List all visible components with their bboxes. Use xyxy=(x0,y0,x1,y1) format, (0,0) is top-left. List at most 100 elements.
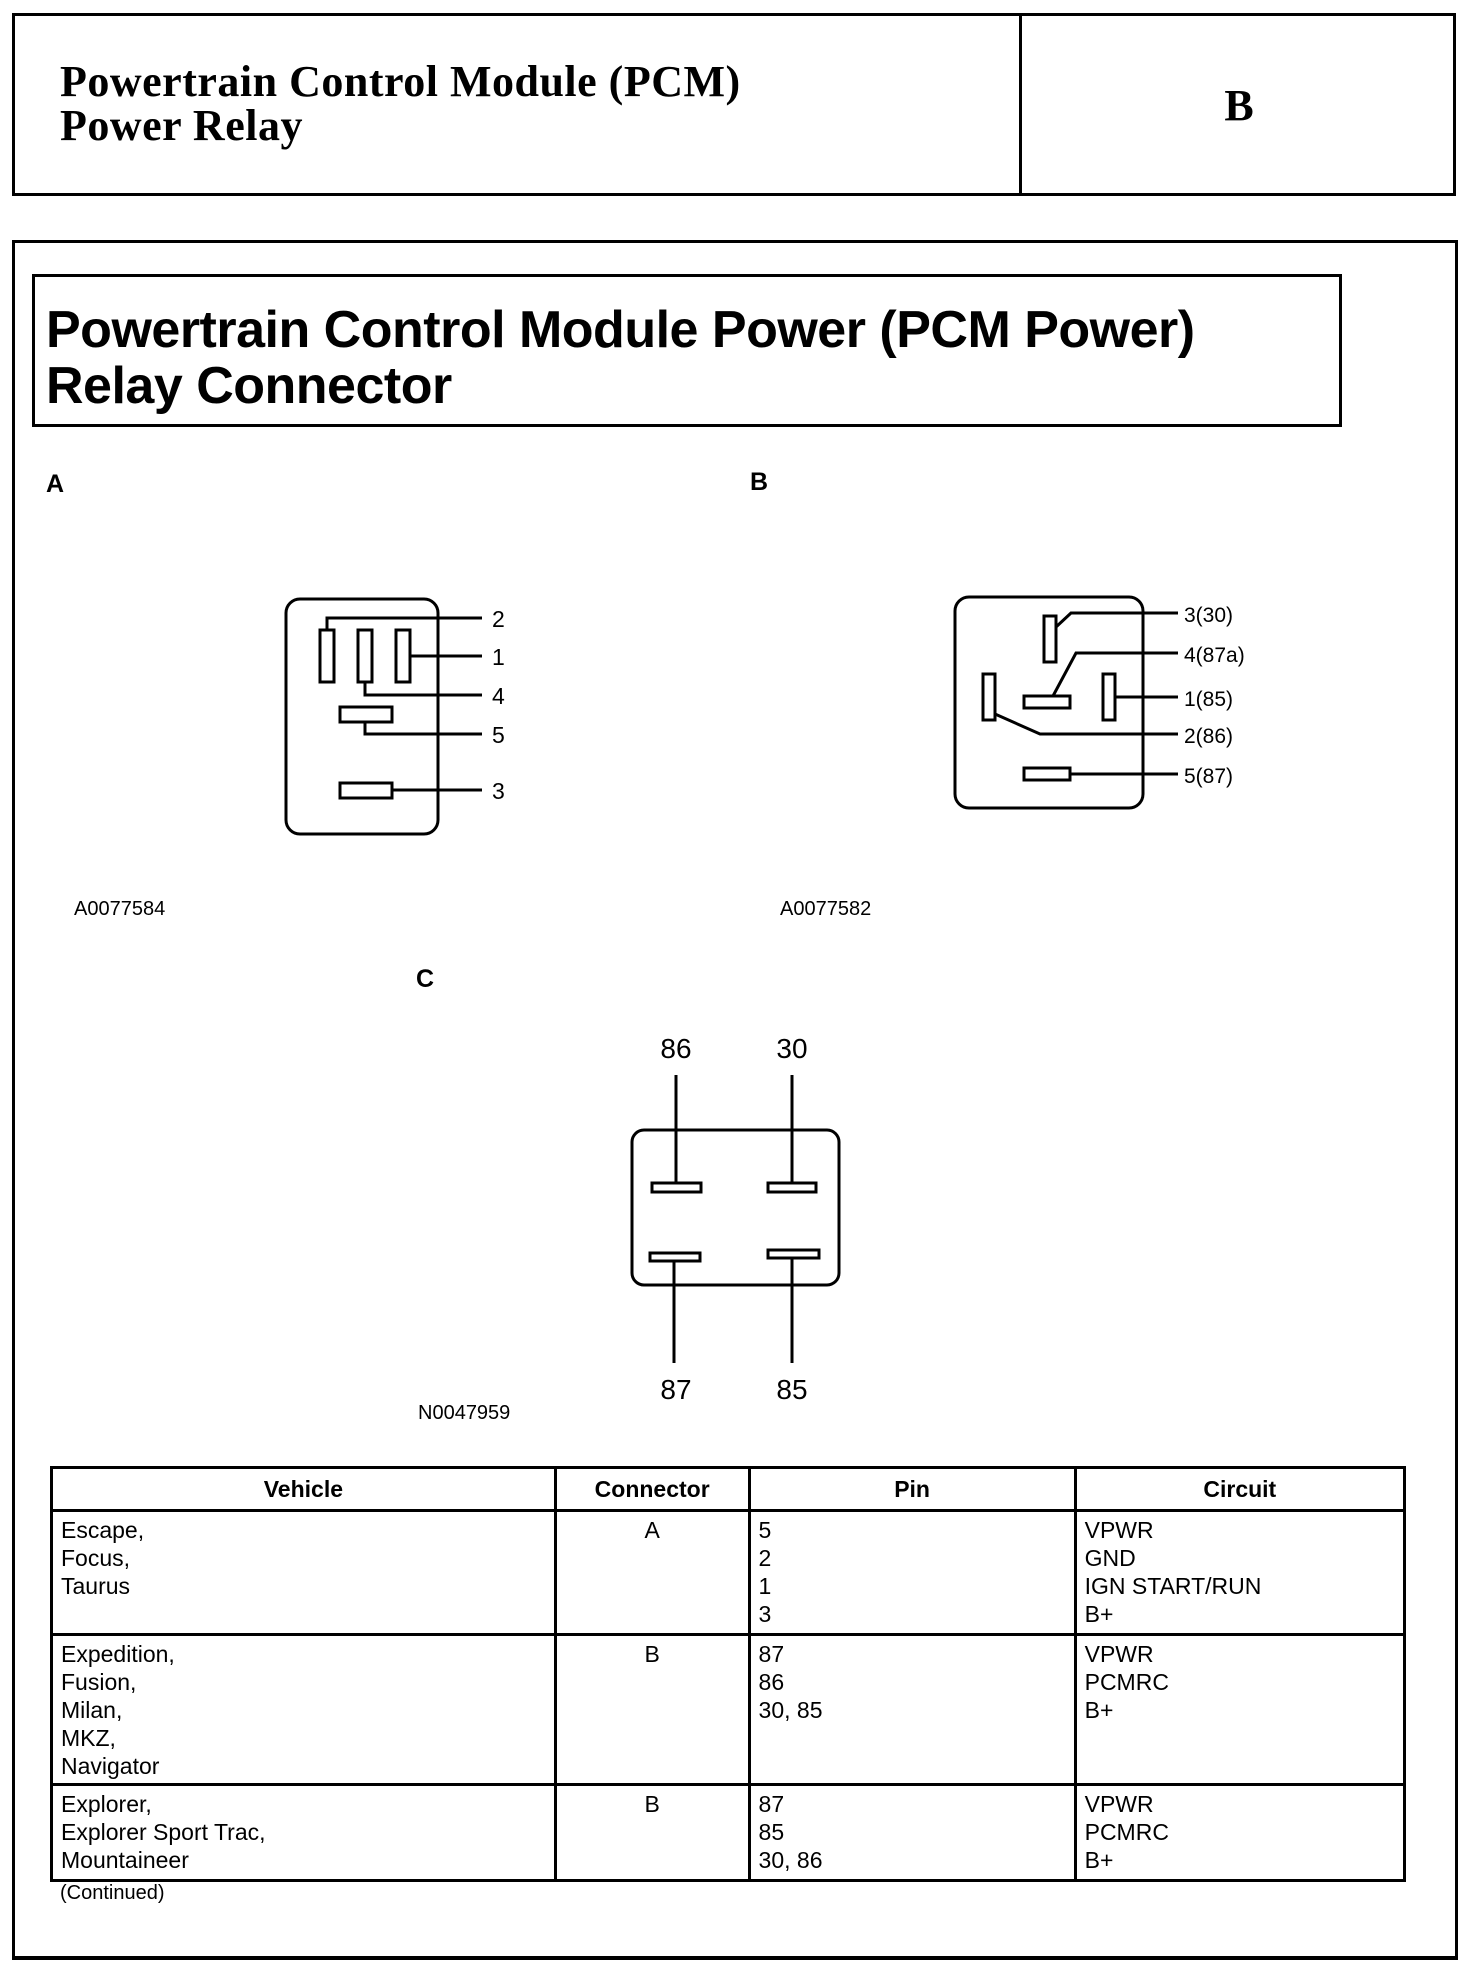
connector-a-terminal-5 xyxy=(338,705,394,724)
circuit-value: IGN START/RUN xyxy=(1084,1573,1262,1599)
connector-c-pin-label: 86 xyxy=(660,1033,691,1064)
connector-a-terminal-1 xyxy=(394,628,412,684)
connector-cell: B xyxy=(553,1633,751,1786)
column-header-connector: Connector xyxy=(553,1466,751,1512)
circuit-value: VPWR xyxy=(1084,1517,1154,1543)
table-row: Expedition, Fusion, Milan, MKZ, Navigato… xyxy=(50,1633,1407,1786)
vehicle-name: Explorer Sport Trac, xyxy=(61,1819,266,1845)
figure-code-b: A0077582 xyxy=(780,898,872,920)
circuit-value: B+ xyxy=(1084,1697,1114,1723)
connector-b-pin-label: 1(85) xyxy=(1184,688,1233,711)
connector-a-leader-5 xyxy=(363,722,482,736)
vehicle-name: Taurus xyxy=(61,1573,131,1599)
vehicle-name: Navigator xyxy=(61,1753,160,1779)
connector-c-housing xyxy=(630,1128,841,1287)
circuit-value: GND xyxy=(1084,1545,1136,1571)
section-title-line1: Powertrain Control Module Power (PCM Pow… xyxy=(46,301,1195,359)
connector-b-leader-86 xyxy=(994,712,1178,736)
connector-b-pin-label: 5(87) xyxy=(1184,765,1233,788)
connector-a-pin-label: 1 xyxy=(492,644,505,670)
connector-c-diagram: 86 30 87 85 xyxy=(630,1033,841,1405)
connector-c-terminal-87 xyxy=(648,1251,702,1263)
table-continued-note: (Continued) xyxy=(60,1882,165,1904)
vehicle-name: Focus, xyxy=(61,1545,131,1571)
page-header-title: Powertrain Control Module (PCM) Power Re… xyxy=(60,60,741,148)
content-frame xyxy=(12,240,1458,1960)
connector-a-diagram: 2 1 4 5 3 xyxy=(284,597,505,836)
connector-c-terminal-85 xyxy=(766,1248,821,1260)
header-title-line2: Power Relay xyxy=(60,101,303,150)
pin-value: 2 xyxy=(758,1545,772,1571)
section-title-box xyxy=(32,274,1342,427)
connector-b-pin-label: 3(30) xyxy=(1184,604,1233,627)
vehicle-name: Explorer, xyxy=(61,1791,152,1817)
figure-code-c: N0047959 xyxy=(418,1402,511,1424)
connector-a-pin-label: 2 xyxy=(492,606,505,632)
circuit-value: B+ xyxy=(1084,1601,1114,1627)
circuit-value: B+ xyxy=(1084,1847,1114,1873)
column-header-vehicle: Vehicle xyxy=(50,1466,557,1512)
circuit-cell: VPWR PCMRC B+ xyxy=(1073,1783,1407,1882)
vehicle-name: Fusion, xyxy=(61,1669,137,1695)
section-title-line2: Relay Connector xyxy=(46,357,452,415)
view-label-b: B xyxy=(750,468,769,496)
pin-value: 30, 85 xyxy=(758,1697,823,1723)
vehicle-cell: Expedition, Fusion, Milan, MKZ, Navigato… xyxy=(50,1633,557,1786)
header-divider xyxy=(1019,13,1022,196)
connector-a-pin-label: 3 xyxy=(492,778,505,804)
connector-b-pin-label: 2(86) xyxy=(1184,725,1233,748)
pin-cell: 87 86 30, 85 xyxy=(747,1633,1077,1786)
connector-c-terminal-86 xyxy=(650,1181,703,1194)
pin-cell: 87 85 30, 86 xyxy=(747,1783,1077,1882)
vehicle-name: Milan, xyxy=(61,1697,123,1723)
vehicle-cell: Escape, Focus, Taurus xyxy=(50,1509,557,1636)
connector-a-pin-label: 4 xyxy=(492,683,505,709)
connector-cell: A xyxy=(553,1509,751,1636)
column-header-pin: Pin xyxy=(747,1466,1077,1512)
header-title-line1: Powertrain Control Module (PCM) xyxy=(60,57,741,106)
connector-b-leader-87a xyxy=(1051,651,1178,697)
connector-b-pin-label: 4(87a) xyxy=(1184,644,1245,667)
connector-cell: B xyxy=(553,1783,751,1882)
circuit-cell: VPWR PCMRC B+ xyxy=(1073,1633,1407,1786)
connector-a-leader-2 xyxy=(325,616,482,630)
section-title: Powertrain Control Module Power (PCM Pow… xyxy=(46,302,1195,414)
vehicle-name: Mountaineer xyxy=(61,1847,189,1873)
section-letter: B xyxy=(1224,81,1254,130)
connector-c-pin-label: 85 xyxy=(776,1374,807,1405)
pinout-table: Vehicle Connector Pin Circuit Escape, Fo… xyxy=(50,1466,1407,1882)
pin-value: 30, 86 xyxy=(758,1847,823,1873)
circuit-cell: VPWR GND IGN START/RUN B+ xyxy=(1073,1509,1407,1636)
connector-b-diagram: 3(30) 4(87a) 1(85) 2(86) 5(87) xyxy=(953,595,1245,810)
pin-cell: 5 2 1 3 xyxy=(747,1509,1077,1636)
connector-a-terminal-3 xyxy=(338,781,394,800)
connector-b-terminal-86 xyxy=(981,672,997,722)
pin-value: 86 xyxy=(758,1669,785,1695)
pin-value: 87 xyxy=(758,1791,785,1817)
connector-c-pin-label: 87 xyxy=(660,1374,691,1405)
page-header-box xyxy=(12,13,1456,196)
vehicle-cell: Explorer, Explorer Sport Trac, Mountaine… xyxy=(50,1783,557,1882)
connector-c-terminal-30 xyxy=(766,1181,818,1194)
circuit-value: VPWR xyxy=(1084,1641,1154,1667)
pin-value: 87 xyxy=(758,1641,785,1667)
pin-value: 1 xyxy=(758,1573,772,1599)
table-row: Escape, Focus, Taurus A 5 2 1 3 VPWR GND… xyxy=(50,1509,1407,1636)
connector-a-pin-label: 5 xyxy=(492,722,505,748)
connector-a-leader-4 xyxy=(363,682,482,697)
connector-b-terminal-87 xyxy=(1022,766,1072,782)
connector-a-housing xyxy=(284,597,440,836)
connector-c-pin-label: 30 xyxy=(776,1033,807,1064)
column-header-circuit: Circuit xyxy=(1073,1466,1407,1512)
circuit-value: PCMRC xyxy=(1084,1669,1169,1695)
pin-value: 3 xyxy=(758,1601,772,1627)
view-label-a: A xyxy=(46,470,65,498)
circuit-value: PCMRC xyxy=(1084,1819,1169,1845)
connector-b-leader-30 xyxy=(1054,611,1178,629)
connector-b-terminal-87a xyxy=(1022,694,1072,710)
vehicle-name: Escape, xyxy=(61,1517,145,1543)
pin-value: 5 xyxy=(758,1517,772,1543)
connector-a-terminal-2 xyxy=(318,628,336,684)
vehicle-name: MKZ, xyxy=(61,1725,116,1751)
connector-b-terminal-30 xyxy=(1042,614,1058,664)
